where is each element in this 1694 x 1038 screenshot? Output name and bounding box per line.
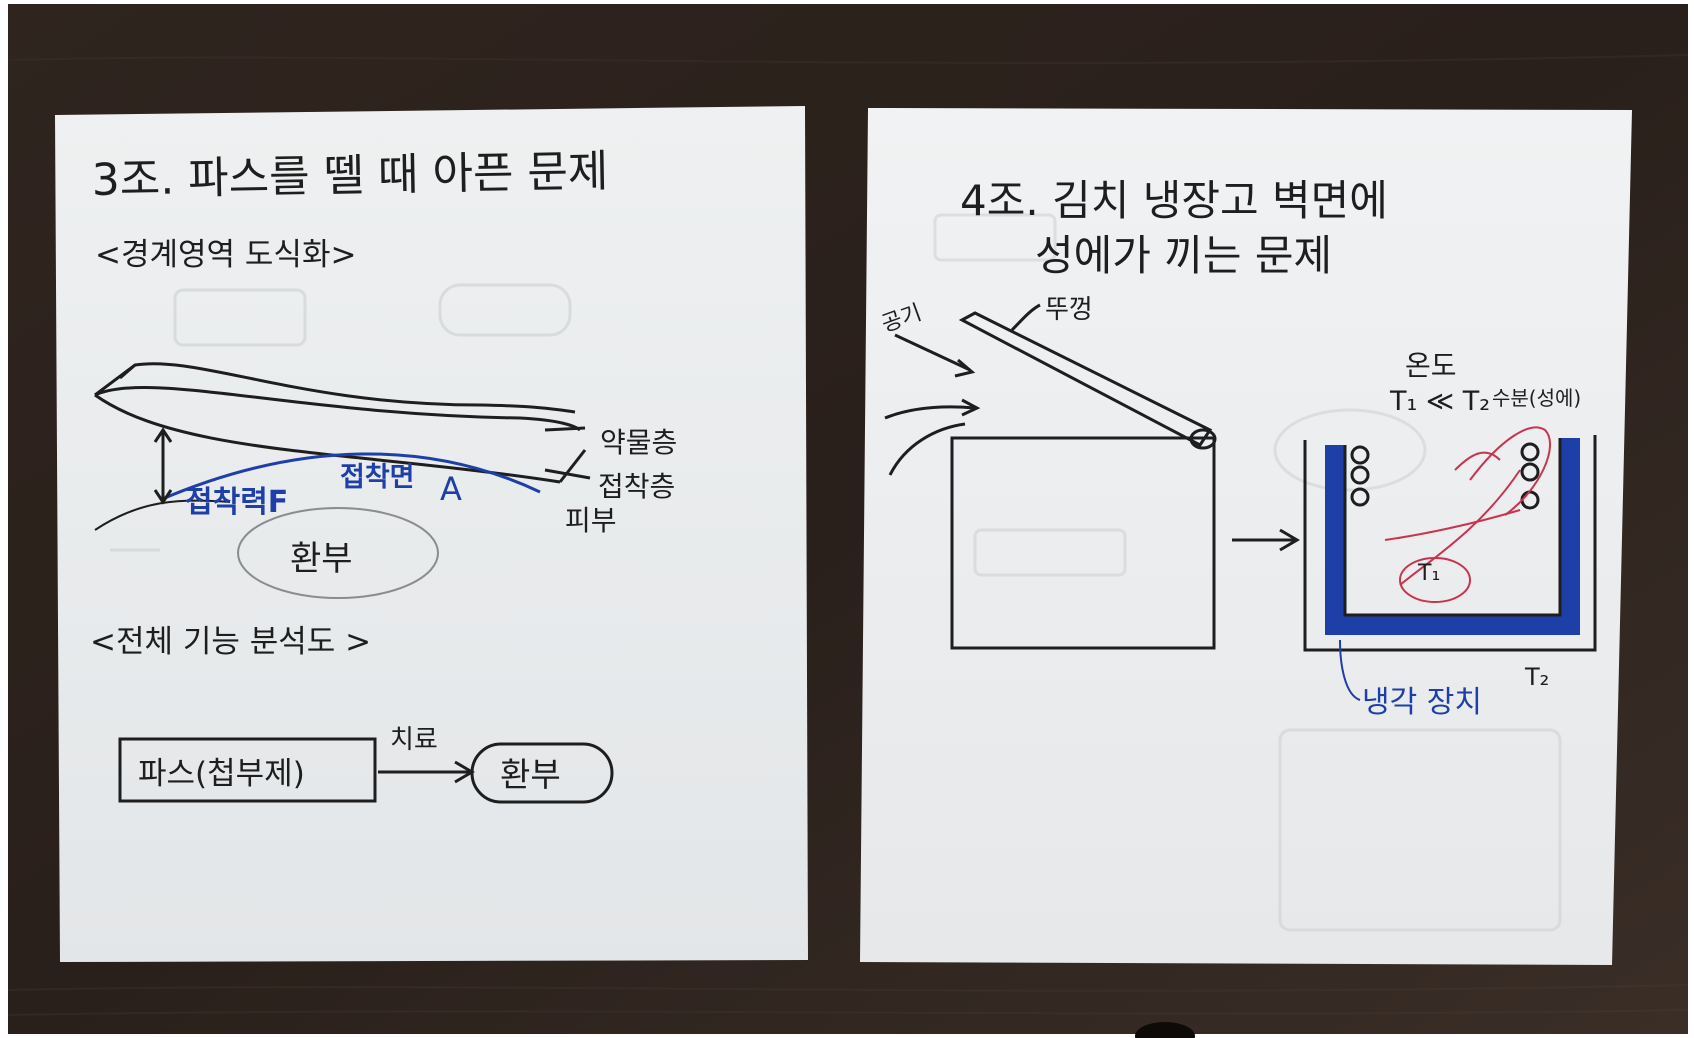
target-box-label: 환부 bbox=[500, 755, 561, 794]
skin-line bbox=[94, 499, 231, 531]
area-symbol: A bbox=[440, 470, 462, 508]
layer-drug-label: 약물층 bbox=[600, 426, 677, 459]
bleed-through bbox=[933, 213, 1562, 932]
right-title-line1: 4조. 김치 냉장고 벽면에 bbox=[960, 176, 1388, 225]
t1-label: T₁ bbox=[1417, 561, 1440, 586]
affected-area-label: 환부 bbox=[290, 539, 353, 579]
adhesion-force-label: 접착력F bbox=[185, 485, 288, 520]
moisture-scribble bbox=[1384, 426, 1551, 603]
t2-label: T₂ bbox=[1524, 663, 1549, 691]
cross-section bbox=[1303, 426, 1597, 652]
lid-label: 뚜껑 bbox=[1045, 295, 1093, 325]
section2-heading: <전체 기능 분석도 > bbox=[90, 624, 371, 660]
force-arrow bbox=[153, 427, 173, 505]
fridge-diagram bbox=[884, 303, 1300, 650]
cooling-device-label: 냉각 장치 bbox=[1362, 685, 1482, 720]
layer-diagram bbox=[94, 362, 591, 484]
wood-grain bbox=[7, 54, 1689, 1016]
temperature-label: 온도 bbox=[1405, 349, 1457, 382]
affected-area-ellipse bbox=[237, 507, 439, 599]
section1-heading: <경계영역 도식화> bbox=[95, 237, 356, 273]
frost-left bbox=[1350, 445, 1370, 507]
right-sheet: 4조. 김치 냉장고 벽면에 성에가 끼는 문제 뚜껑 공기 bbox=[860, 108, 1632, 965]
target-box bbox=[470, 742, 614, 804]
adhesion-surface-label: 접착면 bbox=[340, 462, 415, 493]
bleed-through bbox=[110, 283, 572, 552]
right-title-line2: 성에가 끼는 문제 bbox=[1035, 231, 1332, 280]
adhesive-surface-line bbox=[159, 452, 541, 502]
layer-adhesive-label: 접착층 bbox=[598, 470, 675, 503]
patch-box bbox=[118, 737, 377, 803]
layer-skin-label: 피부 bbox=[565, 504, 617, 537]
temperature-relation: T₁ ≪ T₂ bbox=[1389, 386, 1490, 417]
bottom-object bbox=[1135, 1022, 1195, 1038]
cooling-leader bbox=[1339, 639, 1361, 701]
left-sheet: 3조. 파스를 뗄 때 아픈 문제 <경계영역 도식화> 약물층 접착층 피부 … bbox=[55, 106, 808, 962]
treatment-arrow-label: 치료 bbox=[390, 725, 438, 755]
left-title: 3조. 파스를 뗄 때 아픈 문제 bbox=[91, 146, 609, 206]
patch-box-label: 파스(첩부제) bbox=[138, 756, 305, 792]
moisture-label: 수분(성에) bbox=[1492, 386, 1581, 410]
